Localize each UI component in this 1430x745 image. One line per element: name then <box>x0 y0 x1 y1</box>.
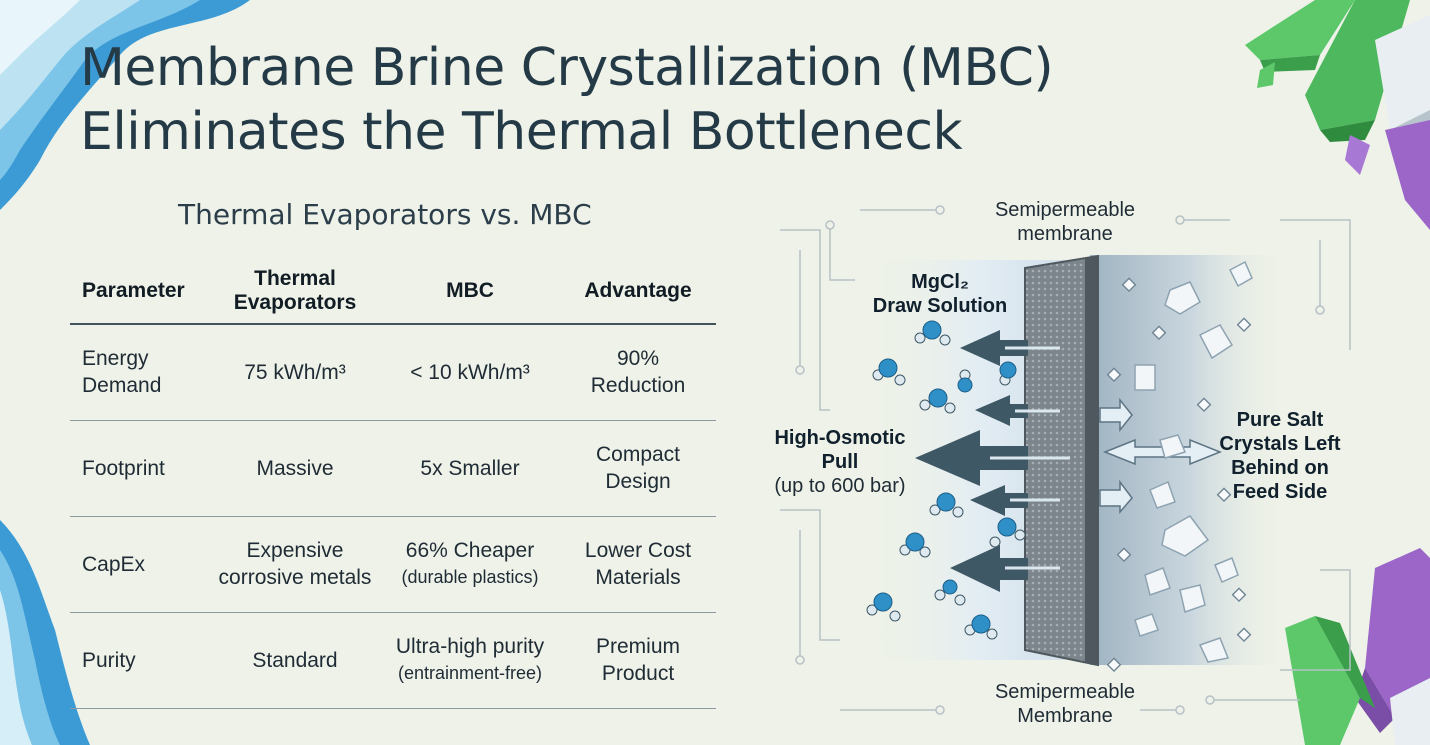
cell-line: < 10 kWh/m³ <box>410 360 530 384</box>
label-line: Semipermeable <box>994 681 1136 703</box>
cell-line: Demand <box>82 374 162 398</box>
cell-parameter: CapEx <box>70 516 210 613</box>
membrane-diagram-graphic <box>780 205 1351 715</box>
cell-line: 90% <box>616 347 660 371</box>
small-crystals <box>1106 277 1252 673</box>
membrane-label-top: Semipermeable membrane <box>975 198 1155 246</box>
cell-line: (durable plastics) <box>401 567 539 587</box>
cell-advantage: Compact Design <box>560 420 716 517</box>
table-row: Energy Demand 75 kWh/m³ < 10 kWh/m³ 90% … <box>70 324 716 421</box>
label-line: High-Osmotic <box>774 427 906 449</box>
table-header-row: Parameter Thermal Evaporators MBC Advant… <box>70 258 716 325</box>
crystal-cluster-top-right <box>1245 0 1430 230</box>
label-line: Behind on <box>1231 457 1329 479</box>
header-mbc: MBC <box>380 258 560 325</box>
cell-mbc: 5x Smaller <box>380 420 560 517</box>
salt-crystals-label: Pure Salt Crystals Left Behind on Feed S… <box>1200 408 1360 504</box>
cell-line: Lower Cost <box>584 539 692 562</box>
table-row: Footprint Massive 5x Smaller Compact Des… <box>70 420 716 517</box>
cell-mbc: < 10 kWh/m³ <box>380 324 560 421</box>
header-thermal-line-1: Thermal <box>254 266 336 290</box>
comparison-table: Parameter Thermal Evaporators MBC Advant… <box>70 258 716 709</box>
cell-thermal: 75 kWh/m³ <box>210 324 380 421</box>
label-line: Feed Side <box>1232 481 1328 503</box>
cell-line: Purity <box>82 648 136 672</box>
header-parameter: Parameter <box>70 258 210 325</box>
membrane-label-bottom: Semipermeable Membrane <box>975 680 1155 728</box>
header-advantage: Advantage <box>560 258 716 325</box>
cell-advantage: 90% Reduction <box>560 324 716 421</box>
label-line: Pure Salt <box>1236 409 1324 431</box>
cell-line: Ultra-high purity <box>395 635 545 658</box>
cell-mbc: Ultra-high purity (entrainment-free) <box>380 612 560 709</box>
cell-line: 75 kWh/m³ <box>244 360 346 384</box>
header-thermal-line-2: Evaporators <box>233 290 357 314</box>
membrane-diagram: Semipermeable membrane MgCl₂ Draw Soluti… <box>760 190 1380 735</box>
cell-line: Expensive <box>246 539 344 562</box>
label-line: Pull <box>821 451 859 473</box>
water-wave-decoration-top <box>0 0 250 210</box>
arrow-streaks <box>990 346 1070 570</box>
draw-solution-label: MgCl₂ Draw Solution <box>860 270 1020 318</box>
semipermeable-membrane <box>1024 254 1099 667</box>
cell-advantage: Lower Cost Materials <box>560 516 716 613</box>
cell-line: Energy <box>82 347 149 371</box>
title-line-2: Eliminates the Thermal Bottleneck <box>80 102 963 162</box>
cell-line: Reduction <box>590 374 686 398</box>
crystal-cluster-bottom-right <box>1285 548 1430 745</box>
cell-line: Materials <box>595 566 681 589</box>
cell-advantage: Premium Product <box>560 612 716 709</box>
osmotic-pull-label: High-Osmotic Pull (up to 600 bar) <box>760 426 920 498</box>
cell-parameter: Energy Demand <box>70 324 210 421</box>
cell-thermal: Massive <box>210 420 380 517</box>
comparison-subtitle: Thermal Evaporators vs. MBC <box>178 198 592 231</box>
cell-line: Massive <box>256 456 334 480</box>
cell-line: Design <box>605 470 671 493</box>
cell-line: 5x Smaller <box>420 456 520 480</box>
cell-parameter: Footprint <box>70 420 210 517</box>
cell-thermal: Expensive corrosive metals <box>210 516 380 613</box>
cell-line: Compact <box>595 443 681 466</box>
cell-parameter: Purity <box>70 612 210 709</box>
feed-side-arrows <box>1099 397 1223 515</box>
table-row: Purity Standard Ultra-high purity (entra… <box>70 612 716 709</box>
water-flow-arrows <box>915 330 1028 592</box>
cell-line: Premium <box>595 635 680 658</box>
cell-line: CapEx <box>82 552 146 576</box>
label-line: (up to 600 bar) <box>774 475 906 497</box>
cell-line: corrosive metals <box>218 566 372 589</box>
cell-line: Standard <box>252 648 338 672</box>
water-wave-decoration-bottom <box>0 520 90 745</box>
cell-line: Footprint <box>82 456 165 480</box>
label-line: Crystals Left <box>1219 433 1341 455</box>
label-line: Draw Solution <box>872 295 1008 317</box>
cell-thermal: Standard <box>210 612 380 709</box>
water-molecules <box>866 320 1026 640</box>
cell-line: (entrainment-free) <box>397 663 543 683</box>
header-thermal-evaporators: Thermal Evaporators <box>210 258 380 325</box>
page-title: Membrane Brine Crystallization (MBC) Eli… <box>80 36 1054 164</box>
label-line: membrane <box>1017 223 1113 245</box>
cell-mbc: 66% Cheaper (durable plastics) <box>380 516 560 613</box>
label-line: Membrane <box>1017 705 1113 727</box>
cell-line: 66% Cheaper <box>405 539 535 562</box>
title-line-1: Membrane Brine Crystallization (MBC) <box>80 38 1054 98</box>
circuit-lines <box>780 209 1351 711</box>
label-line: MgCl₂ <box>911 271 969 293</box>
cell-line: Product <box>601 662 675 685</box>
salt-crystals <box>1134 260 1253 663</box>
label-line: Semipermeable <box>994 199 1136 221</box>
table-row: CapEx Expensive corrosive metals 66% Che… <box>70 516 716 613</box>
circuit-nodes <box>795 205 1325 715</box>
